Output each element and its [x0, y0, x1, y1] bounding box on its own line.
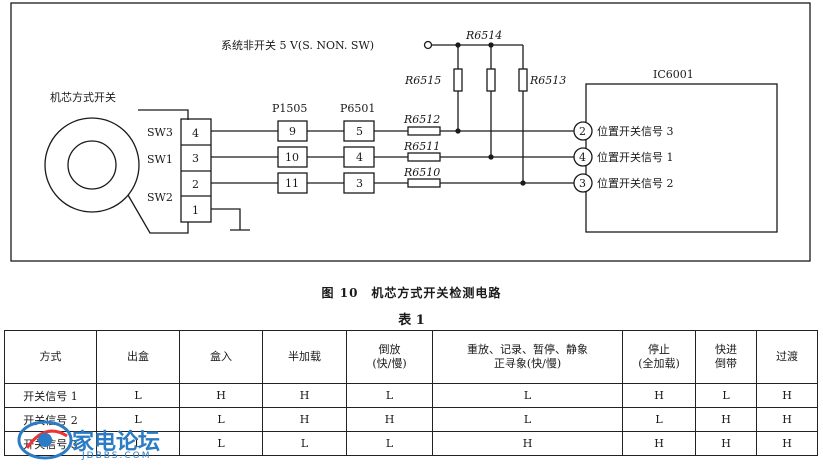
table-cell: H [695, 407, 757, 432]
table-cell: H [756, 407, 818, 432]
table-cell: L [179, 431, 263, 456]
watermark-url: JDBBS.COM [82, 451, 152, 461]
ic-pin-4-label: 位置开关信号 1 [597, 150, 674, 164]
p1505-pin-11-box [277, 172, 308, 194]
figure-frame [10, 2, 811, 262]
table-header-cell: 倒放 (快/慢) [346, 330, 433, 384]
p1505-pin-9: 9 [289, 125, 296, 138]
supply-label: 系统非开关 5 V(S. NON. SW) [221, 38, 374, 52]
r6510-label: R6510 [403, 166, 440, 179]
table-cell: L [622, 407, 696, 432]
p1505-pin-11: 11 [285, 177, 299, 190]
switch-pin-3: 3 [192, 152, 199, 165]
table-cell: H [756, 383, 818, 408]
p6501-label: P6501 [340, 102, 375, 115]
supply-terminal [423, 40, 433, 50]
p1505-pin-9-box [277, 120, 308, 142]
table-cell: L [96, 383, 180, 408]
table-cell: H [695, 431, 757, 456]
table-cell: H [346, 407, 433, 432]
p6501-pin-4: 4 [356, 151, 363, 164]
table-cell: L [96, 431, 180, 456]
switch-pin-4: 4 [192, 127, 199, 140]
switch-drum-inner [67, 140, 117, 190]
table-cell: H [262, 383, 347, 408]
watermark-brand: 家电论坛 [72, 430, 161, 455]
p6501-pin-4-box [343, 146, 375, 168]
ground-wire [211, 208, 241, 230]
table-cell: H [262, 407, 347, 432]
p6501-pin-5-box [343, 120, 375, 142]
switch-drum-outer [44, 117, 140, 213]
table-cell: L [96, 407, 180, 432]
table-header-cell: 方式 [4, 330, 97, 384]
r6512-label: R6512 [403, 113, 440, 126]
ic-pin-3-num: 3 [579, 177, 586, 190]
switch-label: 机芯方式开关 [50, 90, 116, 104]
r6515-body [453, 68, 463, 92]
table-cell: L [695, 383, 757, 408]
ic-pin-4-num: 4 [579, 151, 586, 164]
r6513-label: R6513 [529, 74, 566, 87]
r6513-body [518, 68, 528, 92]
sw1-label: SW1 [147, 153, 173, 166]
table-cell: L [346, 383, 433, 408]
r6515-label: R6515 [404, 74, 441, 87]
r6511-label: R6511 [403, 140, 440, 153]
table-header-cell: 停止 (全加载) [622, 330, 696, 384]
figure-caption: 图 10 机芯方式开关检测电路 [321, 286, 502, 300]
r6512-body [407, 126, 441, 136]
table-header-cell: 半加载 [262, 330, 347, 384]
mode-table: 方式出盒盒入半加载倒放 (快/慢)重放、记录、暂停、静象 正寻象(快/慢)停止 … [4, 330, 818, 456]
table-header-cell: 出盒 [96, 330, 180, 384]
table-header-cell: 盒入 [179, 330, 263, 384]
table-cell: H [622, 383, 696, 408]
table-cell: L [346, 431, 433, 456]
p6501-pin-3: 3 [356, 177, 363, 190]
p6501-pin-5: 5 [356, 125, 363, 138]
r6510-body [407, 178, 441, 188]
ic-pin-2-label: 位置开关信号 3 [597, 124, 674, 138]
switch-pin-2: 2 [192, 178, 199, 191]
ic-pin-4 [573, 147, 593, 167]
row-label-cell: 开关信号 1 [4, 383, 97, 408]
p6501-pin-3-box [343, 172, 375, 194]
table-cell: H [622, 431, 696, 456]
r6511-body [407, 152, 441, 162]
table-cell: H [756, 431, 818, 456]
sw2-label: SW2 [147, 191, 173, 204]
r6514-label: R6514 [465, 29, 502, 42]
r-middle-body [486, 68, 496, 92]
circuit-diagram: 机芯方式开关 4 3 2 1 SW3 SW1 SW2 P1505 9 10 11… [10, 2, 811, 262]
table-cell: L [432, 407, 623, 432]
table-title: 表 1 [398, 313, 425, 328]
table-cell: H [432, 431, 623, 456]
switch-pin-1: 1 [192, 204, 199, 217]
p1505-pin-10: 10 [285, 151, 299, 164]
p1505-label: P1505 [272, 102, 307, 115]
table-header-cell: 重放、记录、暂停、静象 正寻象(快/慢) [432, 330, 623, 384]
ic-pin-2 [573, 121, 593, 141]
p1505-pin-10-box [277, 146, 308, 168]
ic-pin-3-label: 位置开关信号 2 [597, 176, 674, 190]
table-header-cell: 快进 倒带 [695, 330, 757, 384]
ic-label: IC6001 [653, 68, 694, 81]
table-cell: L [432, 383, 623, 408]
table-cell: L [179, 407, 263, 432]
sw3-label: SW3 [147, 126, 173, 139]
switch-wiper [127, 109, 189, 234]
watermark-logo-icon [17, 420, 73, 460]
table-cell: H [179, 383, 263, 408]
table-cell: L [262, 431, 347, 456]
ic-pin-2-num: 2 [579, 125, 586, 138]
ic-pin-3 [573, 173, 593, 193]
table-header-row: 方式出盒盒入半加载倒放 (快/慢)重放、记录、暂停、静象 正寻象(快/慢)停止 … [4, 330, 818, 384]
table-header-cell: 过渡 [756, 330, 818, 384]
